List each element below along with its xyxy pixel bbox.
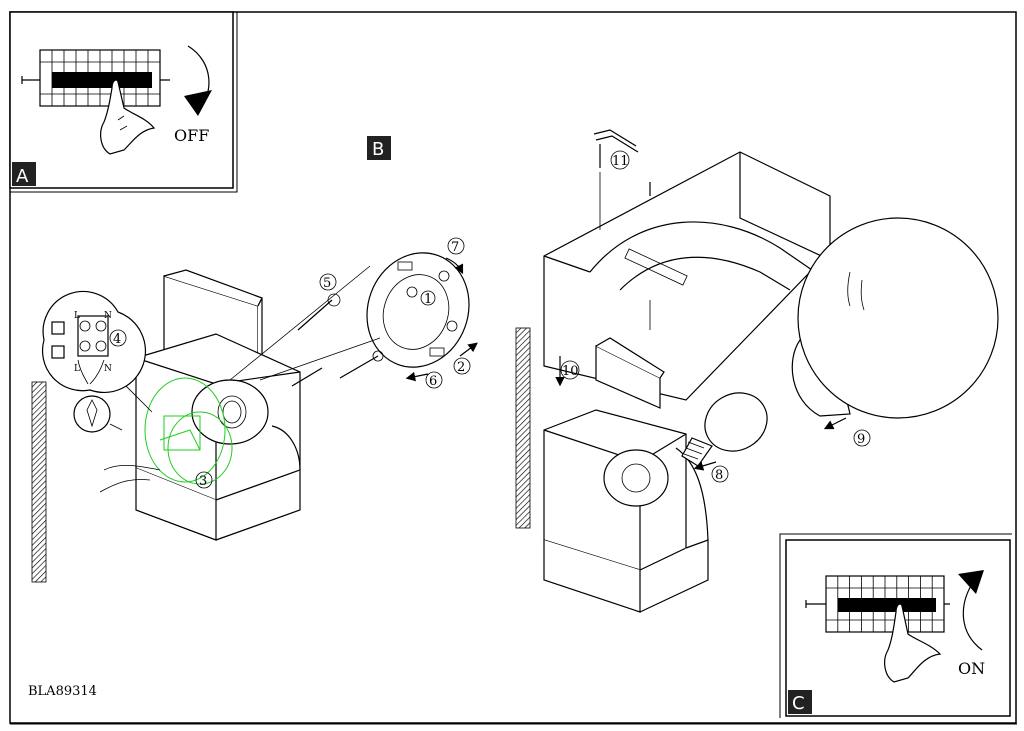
terminal-live-top: L: [74, 311, 80, 321]
rotation-arrow-icon-c: [958, 570, 984, 651]
svg-text:4: 4: [113, 332, 121, 347]
step-5: 5: [319, 273, 337, 291]
terminal-live-bottom: L: [74, 364, 80, 374]
panel-c-letter: C: [792, 693, 805, 714]
hand-icon: [100, 79, 156, 155]
svg-text:6: 6: [429, 374, 437, 389]
terminal-neutral-top: N: [104, 311, 112, 321]
svg-text:3: 3: [199, 474, 207, 489]
step-10: 10: [560, 360, 580, 380]
svg-text:9: 9: [857, 432, 865, 447]
circuit-breaker-icon-c: [805, 575, 950, 633]
step-7: 7: [447, 237, 465, 255]
wall-right: [515, 327, 531, 529]
hand-icon-c: [884, 603, 942, 683]
step-11: 11: [610, 150, 630, 170]
panel-a: OFF A: [9, 11, 238, 193]
glass-globe: [791, 217, 999, 430]
wall-left: [31, 381, 47, 583]
light-bulb-icon: [681, 392, 768, 471]
off-label: OFF: [174, 126, 209, 145]
step-3: 3: [195, 471, 213, 489]
svg-text:5: 5: [323, 276, 331, 291]
svg-text:11: 11: [612, 154, 629, 169]
svg-text:7: 7: [451, 240, 459, 255]
svg-text:1: 1: [424, 292, 432, 307]
step-1: 1: [420, 290, 436, 307]
document-code: BLA89314: [28, 684, 97, 699]
on-label: ON: [958, 659, 985, 678]
left-assembly: L N L N: [31, 252, 478, 583]
step-9: 9: [853, 429, 871, 447]
step-2: 2: [453, 357, 471, 375]
wall-plug-icon: [73, 395, 123, 433]
panel-c: ON C: [779, 533, 1012, 718]
svg-text:8: 8: [715, 468, 723, 483]
svg-text:10: 10: [562, 364, 579, 379]
outer-frame: [9, 11, 1017, 724]
panel-b-letter: B: [372, 139, 384, 160]
terminal-neutral-bottom: N: [104, 364, 112, 374]
circuit-breaker-icon: [21, 49, 170, 107]
terminal-block-inset: L N L N: [41, 290, 147, 394]
step-6: 6: [425, 371, 443, 389]
right-assembly: [515, 129, 999, 613]
rotation-arrow-icon: [184, 45, 212, 116]
step-markers: 1 2 3 4 5 6 7 8 9 10 11: [109, 150, 871, 489]
svg-text:2: 2: [457, 360, 465, 375]
panel-b-marker: B: [367, 136, 391, 160]
step-4: 4: [109, 329, 127, 347]
panel-a-letter: A: [16, 166, 29, 187]
allen-key-icon: [593, 129, 639, 153]
step-8: 8: [711, 465, 729, 483]
